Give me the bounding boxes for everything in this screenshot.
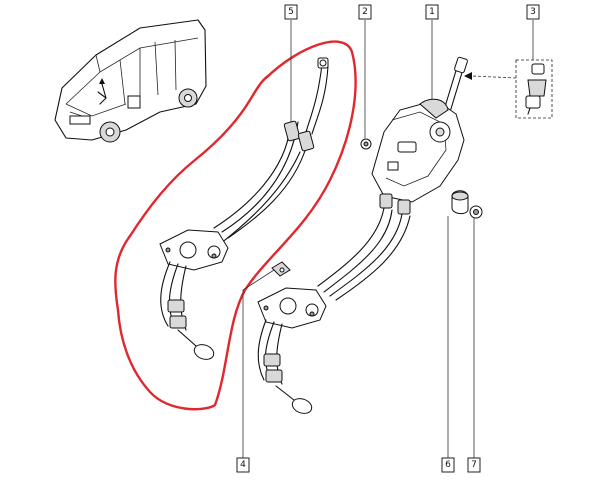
- left-cable-assembly: [159, 57, 329, 360]
- gear-shift-unit: [371, 56, 468, 215]
- label-part-2: 2: [362, 7, 368, 17]
- vehicle-thumbnail: [54, 19, 207, 143]
- switch-part-3: [464, 59, 553, 119]
- label-part-6: 6: [445, 460, 451, 470]
- label-part-3: 3: [530, 7, 536, 17]
- clip-part-4: [271, 261, 291, 277]
- label-part-7: 7: [471, 460, 477, 470]
- bushing-part-6: [451, 190, 469, 215]
- nut-part-7: [469, 205, 483, 219]
- callout-part-5: 5: [284, 4, 298, 20]
- label-part-4: 4: [240, 460, 246, 470]
- right-cable-assembly: [257, 207, 411, 414]
- callout-part-2: 2: [358, 4, 372, 20]
- callout-part-4: 4: [236, 457, 250, 473]
- label-part-5: 5: [288, 7, 294, 17]
- callout-part-7: 7: [467, 457, 481, 473]
- nut-part-2: [360, 138, 372, 150]
- callout-part-1: 1: [425, 4, 439, 20]
- callout-part-6: 6: [441, 457, 455, 473]
- callout-part-3: 3: [526, 4, 540, 20]
- highlight-circle: [114, 40, 357, 411]
- leader-lines: [242, 20, 534, 458]
- label-part-1: 1: [429, 7, 435, 17]
